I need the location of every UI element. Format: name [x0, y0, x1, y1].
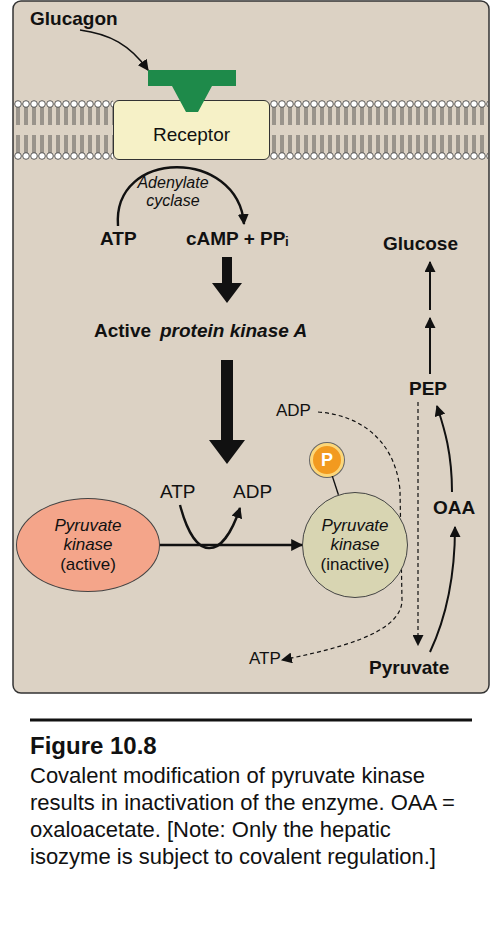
node-text: Receptor: [153, 124, 230, 145]
pathway-arrow: [429, 318, 431, 374]
text-label: ADP: [233, 481, 272, 503]
figure-title: Figure 10.8: [30, 732, 157, 760]
text-label: Adenylate cyclase: [127, 174, 219, 211]
node-text: (active): [60, 555, 116, 574]
flow-arrow: [212, 257, 242, 303]
enzyme-ellipse: Pyruvate kinase(active): [16, 498, 160, 592]
node-text: P: [321, 450, 333, 470]
text-label: Glucose: [383, 233, 458, 255]
cofactor-arrow: [180, 505, 240, 548]
text-label: Pyruvate: [369, 657, 449, 679]
flow-arrow: [209, 360, 245, 464]
connector: [160, 544, 302, 546]
caption-rule: [30, 719, 472, 722]
text-label: Glucagon: [30, 8, 118, 30]
enzyme-circle: Pyruvate kinase(inactive): [302, 492, 408, 598]
lipid-bilayer: [14, 100, 113, 160]
phosphate-circle: P: [310, 443, 344, 477]
pathway-arrow: [437, 406, 452, 492]
node-text: Pyruvate kinase: [314, 516, 396, 554]
dashed-arrow: [417, 402, 418, 645]
text-label: PEP: [409, 378, 447, 400]
pathway-arrow: [429, 262, 431, 310]
text-label: ADP: [276, 401, 311, 421]
connector: [332, 476, 338, 495]
node-text: Pyruvate kinase: [47, 516, 129, 554]
pathway-arrow: [430, 527, 455, 652]
text-label: ATP: [100, 228, 137, 250]
text-label: cAMP + PPᵢ: [186, 228, 288, 250]
binding-arrow: [80, 30, 148, 70]
text-label: protein kinase A: [160, 320, 307, 342]
text-label: OAA: [433, 497, 475, 519]
text-label: Active: [94, 320, 151, 342]
figure-caption: Covalent modification of pyruvate kinase…: [30, 762, 475, 870]
receptor-box: Receptor: [113, 100, 270, 160]
text-label: ATP: [249, 649, 281, 669]
node-text: (inactive): [321, 555, 390, 574]
reaction-arrow: [118, 167, 244, 226]
text-label: ATP: [160, 481, 196, 503]
lipid-bilayer: [270, 100, 488, 160]
figure-panel: [13, 1, 489, 693]
glucagon-ligand: [148, 70, 236, 112]
